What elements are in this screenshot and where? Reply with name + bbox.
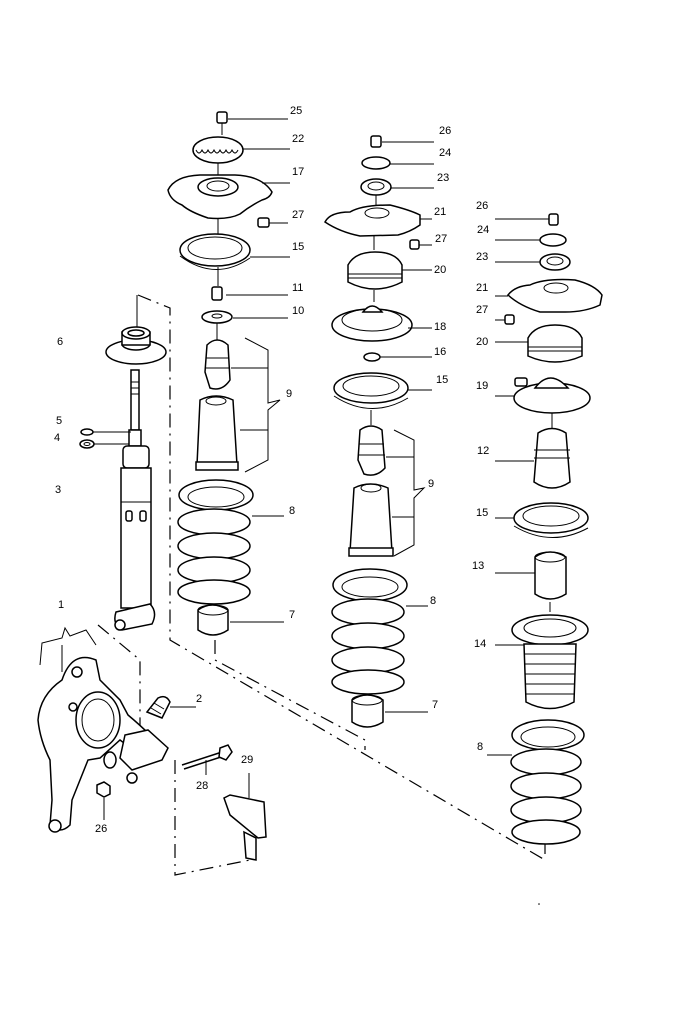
stray-dot [538, 903, 540, 905]
part-3-shock-absorber [114, 369, 156, 631]
callout-9-a: 9 [286, 388, 292, 400]
part-8-coil-spring [177, 479, 284, 605]
part-7-lower-bump-cup [197, 604, 284, 636]
callout-8-c: 8 [477, 741, 483, 753]
callout-16: 16 [434, 346, 446, 358]
callout-17: 17 [292, 166, 304, 178]
part-23-bearing-c [495, 253, 571, 271]
part-12-bump-stop-c [495, 413, 571, 489]
part-19-spring-seat-upper-c [495, 377, 591, 414]
callout-26-c: 26 [95, 823, 107, 835]
part-23-bearing-b [360, 178, 434, 196]
part-22-bearing-cap [192, 123, 290, 164]
callout-15-a: 15 [292, 241, 304, 253]
part-26-nut-b [370, 135, 434, 148]
callout-18: 18 [434, 321, 446, 333]
part-25-nut [216, 111, 288, 124]
callout-12: 12 [477, 445, 489, 457]
callout-21-b: 21 [476, 282, 488, 294]
callout-26-b: 26 [476, 200, 488, 212]
callout-20-b: 20 [476, 336, 488, 348]
callout-8-b: 8 [430, 595, 436, 607]
part-20-bearing-housing-b [347, 236, 432, 290]
callout-11: 11 [292, 282, 303, 294]
callout-22: 22 [292, 133, 304, 145]
part-16-spacer-b [363, 352, 432, 362]
callout-27-a: 27 [292, 209, 304, 221]
part-8-coil-spring-b [331, 568, 428, 695]
part-2-ball-joint [145, 695, 196, 719]
callout-23-b: 23 [476, 251, 488, 263]
part-27-nut-b [409, 239, 432, 250]
part-13-spacer-c [495, 551, 567, 600]
part-27-nut-c [495, 314, 515, 325]
part-9-bump-stop-and-boot [195, 323, 281, 473]
part-15-spring-seat [179, 218, 290, 270]
callout-21-a: 21 [434, 206, 446, 218]
part-26-nut [96, 781, 111, 820]
part-5-washer [80, 428, 131, 436]
callout-6: 6 [57, 336, 63, 348]
callout-7-b: 7 [432, 699, 438, 711]
part-6-strut-mount [105, 295, 167, 365]
callout-3: 3 [55, 484, 61, 496]
part-4-washer [79, 439, 129, 449]
callout-29: 29 [241, 754, 253, 766]
part-20-bearing-housing-c [495, 324, 583, 363]
callout-24-b: 24 [477, 224, 489, 236]
part-7-lower-bump-cup-b [351, 694, 428, 728]
callout-25: 25 [290, 105, 302, 117]
callout-15-c: 15 [476, 507, 488, 519]
part-17-upper-strut-mount [167, 163, 290, 220]
callout-23-a: 23 [437, 172, 449, 184]
part-24-washer-b [361, 156, 434, 170]
callout-24-a: 24 [439, 147, 451, 159]
callout-2: 2 [196, 693, 202, 705]
part-26-nut-c [495, 213, 559, 226]
callout-28: 28 [196, 780, 208, 792]
callout-7-a: 7 [289, 609, 295, 621]
callout-4: 4 [54, 432, 60, 444]
part-10-washer [201, 310, 288, 324]
part-8-coil-spring-c [487, 719, 585, 845]
callout-26-a: 26 [439, 125, 451, 137]
callout-13: 13 [472, 560, 484, 572]
part-14-dust-boot-c [495, 602, 589, 710]
callout-19: 19 [476, 380, 488, 392]
part-15-spring-seat-b [333, 372, 432, 409]
part-28-bolt [181, 744, 233, 775]
callout-5: 5 [56, 415, 62, 427]
callout-27-c: 27 [476, 304, 488, 316]
part-18-spring-seat-upper-b [331, 290, 432, 342]
callout-15-b: 15 [436, 374, 448, 386]
part-1-steering-knuckle [37, 626, 169, 833]
callout-labels: 1 2 3 4 5 6 7 7 8 8 8 9 9 10 11 12 13 14… [54, 105, 489, 835]
part-24-washer-c [495, 233, 567, 247]
part-27-nut [257, 217, 288, 228]
part-21-upper-mount-b [324, 195, 432, 237]
part-29-bracket [223, 773, 267, 861]
part-11-spacer [211, 267, 288, 301]
callout-20-a: 20 [434, 264, 446, 276]
callout-14: 14 [474, 638, 486, 650]
callout-27-b: 27 [435, 233, 447, 245]
callout-8-a: 8 [289, 505, 295, 517]
callout-9-b: 9 [428, 478, 434, 490]
callout-1: 1 [58, 599, 64, 611]
part-21-upper-mount-c [495, 278, 603, 313]
part-15-spring-seat-c [495, 502, 589, 538]
part-9-bump-stop-and-boot-b [348, 410, 426, 557]
callout-10: 10 [292, 305, 304, 317]
